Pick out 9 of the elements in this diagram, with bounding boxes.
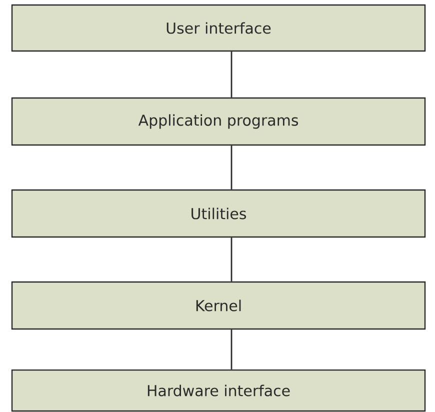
connector-line [230,146,232,190]
connector-line [230,238,232,282]
layer-box: Hardware interface [11,369,426,412]
layer-box: User interface [11,4,426,52]
connector-line [230,52,232,98]
connector-line [230,330,232,370]
layer-box: Kernel [11,281,426,330]
layer-box: Application programs [11,97,426,146]
layer-box: Utilities [11,189,426,238]
